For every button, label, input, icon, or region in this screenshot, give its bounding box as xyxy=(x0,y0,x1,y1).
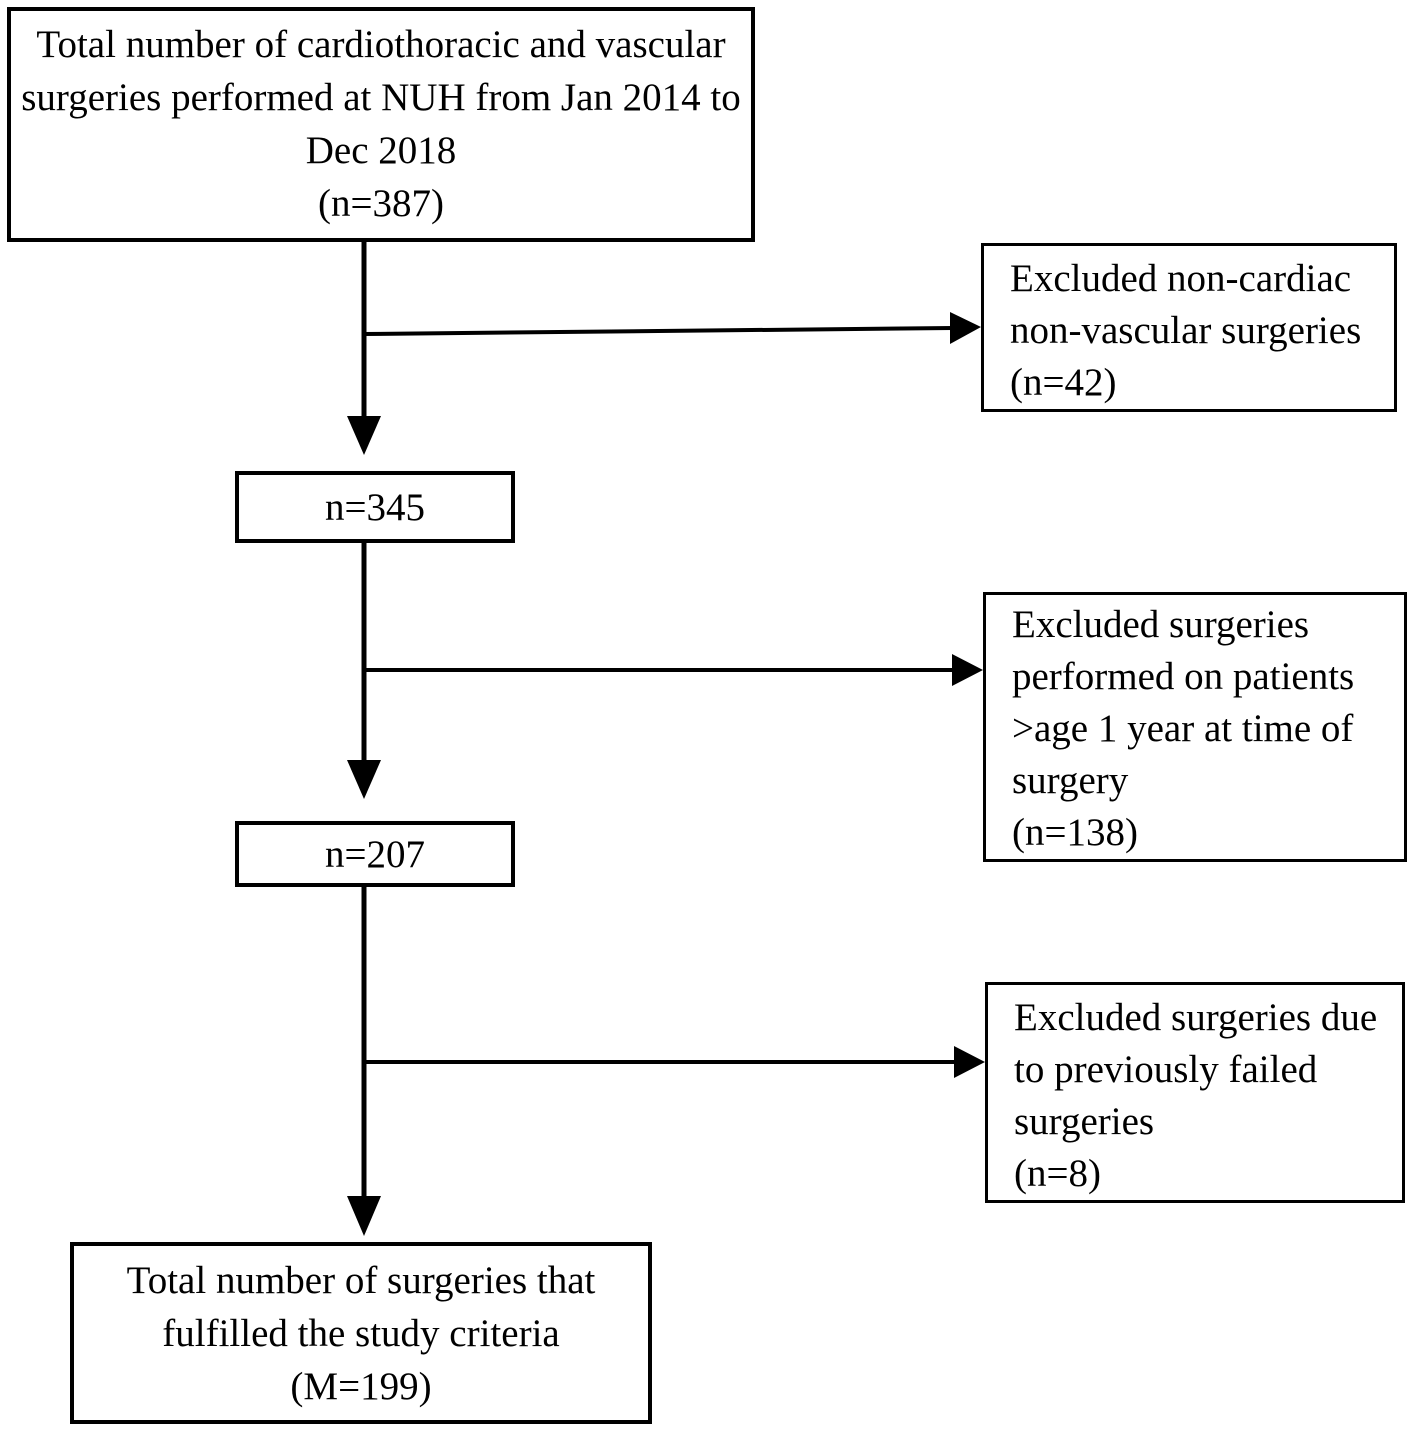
arrowhead-down-n345 xyxy=(347,416,381,455)
box-final-criteria-line: fulfilled the study criteria xyxy=(162,1312,560,1355)
box-excluded-age-line: >age 1 year at time of xyxy=(1012,707,1354,750)
box-final-criteria-line: (M=199) xyxy=(290,1365,432,1408)
box-excluded-failed-line: to previously failed xyxy=(1014,1048,1318,1091)
box-total-line: Dec 2018 xyxy=(305,129,457,172)
box-excluded-noncardiac-line: (n=42) xyxy=(1010,361,1117,404)
box-n345: n=345 xyxy=(235,471,515,543)
box-final-criteria: Total number of surgeries that fulfilled… xyxy=(70,1242,652,1424)
box-excluded-noncardiac: Excluded non-cardiac non-vascular surger… xyxy=(981,243,1397,412)
box-excluded-failed-line: surgeries xyxy=(1014,1100,1155,1143)
box-n207-label: n=207 xyxy=(325,832,425,876)
box-excluded-failed-line: (n=8) xyxy=(1014,1152,1101,1195)
box-final-criteria-line: Total number of surgeries that xyxy=(126,1259,596,1302)
box-excluded-age-line: (n=138) xyxy=(1012,811,1138,854)
arrowhead-right-excluded-noncardiac xyxy=(950,312,981,344)
box-excluded-noncardiac-line: non-vascular surgeries xyxy=(1010,309,1362,352)
box-excluded-noncardiac-line: Excluded non-cardiac xyxy=(1010,257,1352,300)
box-total-line: Total number of cardiothoracic and vascu… xyxy=(36,23,726,66)
box-total-surgeries: Total number of cardiothoracic and vascu… xyxy=(7,7,755,242)
arrowhead-right-excluded-failed xyxy=(954,1046,985,1078)
box-total-line: (n=387) xyxy=(318,182,444,225)
arrowhead-down-final xyxy=(347,1196,381,1236)
box-n207: n=207 xyxy=(235,821,515,887)
box-excluded-age: Excluded surgeries performed on patients… xyxy=(983,592,1407,862)
box-excluded-failed: Excluded surgeries due to previously fai… xyxy=(985,982,1405,1203)
box-n345-label: n=345 xyxy=(325,485,425,529)
line-branch-excluded-noncardiac xyxy=(363,326,954,336)
box-excluded-age-line: Excluded surgeries xyxy=(1012,603,1310,646)
box-total-line: surgeries performed at NUH from Jan 2014… xyxy=(21,76,741,119)
box-excluded-age-line: surgery xyxy=(1012,759,1129,802)
box-excluded-age-line: performed on patients xyxy=(1012,655,1355,698)
arrowhead-right-excluded-age xyxy=(952,654,983,686)
arrowhead-down-n207 xyxy=(347,760,381,799)
box-excluded-failed-line: Excluded surgeries due xyxy=(1014,996,1378,1039)
